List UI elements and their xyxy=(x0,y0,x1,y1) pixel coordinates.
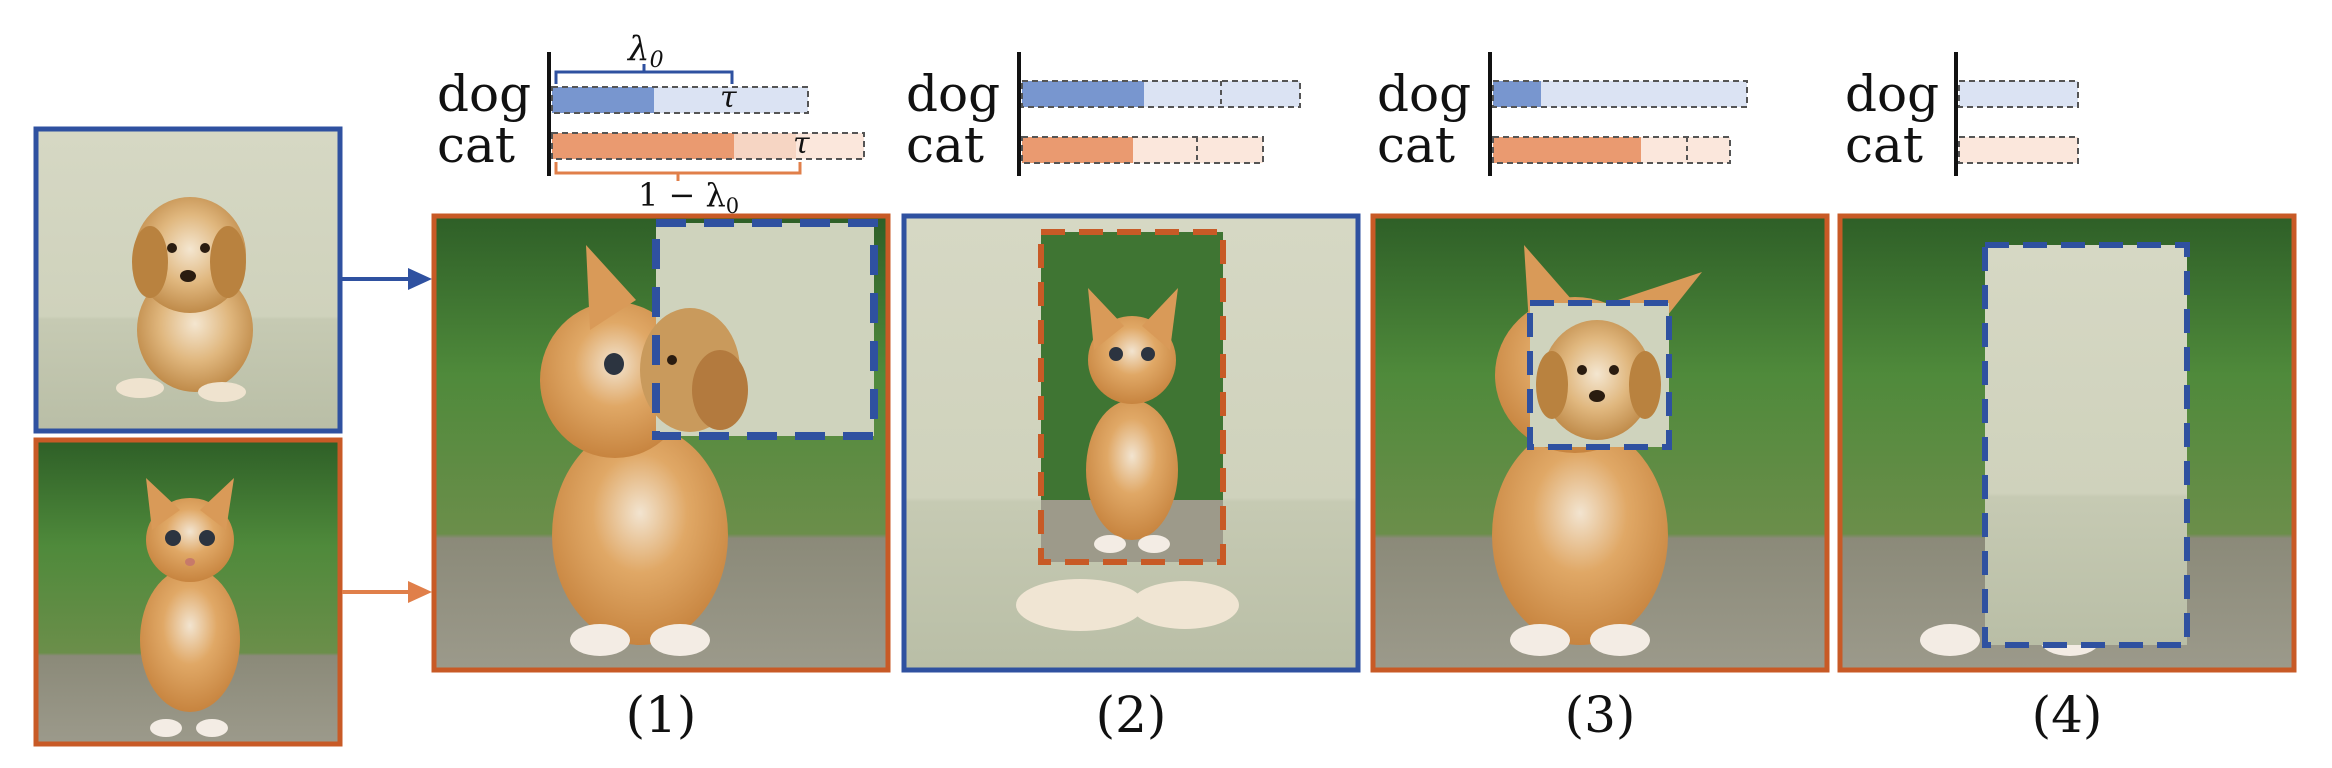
cat-body xyxy=(140,568,240,712)
panel-4-bars: dog cat xyxy=(1845,52,2079,176)
cat-image-border xyxy=(33,437,343,747)
panel-4-dog-label: dog xyxy=(1845,65,1939,123)
panel-3-cat-bar-outline xyxy=(1492,136,1731,164)
panel-3-bars: dog cat xyxy=(1377,52,1748,176)
panel-4-border xyxy=(1837,213,2297,673)
panel-3-cat-label: cat xyxy=(1377,116,1455,174)
panel-2-cat-bar-outline xyxy=(1021,136,1264,164)
panel-1-dog-tau-label: τ xyxy=(720,80,737,115)
panel-2-cat-bar-main xyxy=(1022,137,1133,163)
panel-2-dog-label: dog xyxy=(906,65,1000,123)
panel-4-cat-label: cat xyxy=(1845,116,1923,174)
arrow-dog-to-panel xyxy=(342,268,432,290)
panel-1-dog-bar-rest xyxy=(654,87,732,113)
panel-4-caption: (4) xyxy=(2032,686,2103,744)
panel-2-image xyxy=(901,213,1361,673)
panel-2-dog-bar-main xyxy=(1022,81,1144,107)
source-dog-image xyxy=(33,126,343,434)
panel-1-border xyxy=(431,213,891,673)
panel-3-dog-label: dog xyxy=(1377,65,1471,123)
panel-3: (3) dog cat xyxy=(1370,52,1830,744)
panel-1-patch-border xyxy=(652,219,878,440)
panel-4-dog-bar xyxy=(1958,80,2079,108)
panel-1-cat-bar-outline xyxy=(551,132,865,160)
panel-2-patch-border xyxy=(1038,229,1226,565)
panel-3-patch-border xyxy=(1527,300,1672,450)
panel-4-cat-bar xyxy=(1958,136,2079,164)
panel-1-lambda-label: λ0 xyxy=(626,29,664,73)
panel-1-cat-bar-main xyxy=(552,133,734,159)
panel-1-cat-bar-tau xyxy=(734,133,796,159)
panel-1-caption: (1) xyxy=(626,686,697,744)
panel-2: (2) dog cat xyxy=(901,52,1361,744)
panel-3-caption: (3) xyxy=(1565,686,1636,744)
panel-4: (4) dog cat xyxy=(1837,52,2297,744)
panel-1-one-minus-label: 1 − λ0 xyxy=(638,176,739,218)
panel-1-lambda-brace xyxy=(554,64,734,84)
panel-4-image xyxy=(1837,213,2297,673)
panel-1-dog-bar-lambda xyxy=(552,87,654,113)
panel-2-caption: (2) xyxy=(1096,686,1167,744)
arrow-cat-to-panel xyxy=(342,581,432,603)
panel-1-dog-bar-tau xyxy=(732,87,808,113)
panel-2-dog-bar-outline xyxy=(1021,80,1301,108)
panel-3-image xyxy=(1370,213,1830,673)
panel-2-border xyxy=(901,213,1361,673)
panel-1-bars: dog cat λ0 τ τ 1 − λ0 xyxy=(437,29,865,218)
panel-3-border xyxy=(1370,213,1830,673)
panel-3-dog-bar-main xyxy=(1493,81,1541,107)
panel-1-cat-label: cat xyxy=(437,116,515,174)
panel-3-cat-bar-main xyxy=(1493,137,1641,163)
source-cat-image xyxy=(33,437,343,747)
panel-1-image xyxy=(431,213,891,673)
panel-1-dog-label: dog xyxy=(437,65,531,123)
panel-1-cat-tau-label: τ xyxy=(793,126,810,161)
panel-4-dog-patch xyxy=(1985,245,2187,645)
panel-1: (1) dog cat λ0 τ τ 1 − λ0 xyxy=(431,29,891,744)
panel-4-patch-border xyxy=(1982,242,2190,648)
panel-1-one-minus-brace xyxy=(554,162,802,181)
dog-image-border xyxy=(33,126,343,434)
panel-1-cat-bar-tail xyxy=(796,133,864,159)
panel-2-cat-label: cat xyxy=(906,116,984,174)
panel-1-dog-bar-outline xyxy=(551,86,809,114)
panel-2-bars: dog cat xyxy=(906,52,1301,176)
